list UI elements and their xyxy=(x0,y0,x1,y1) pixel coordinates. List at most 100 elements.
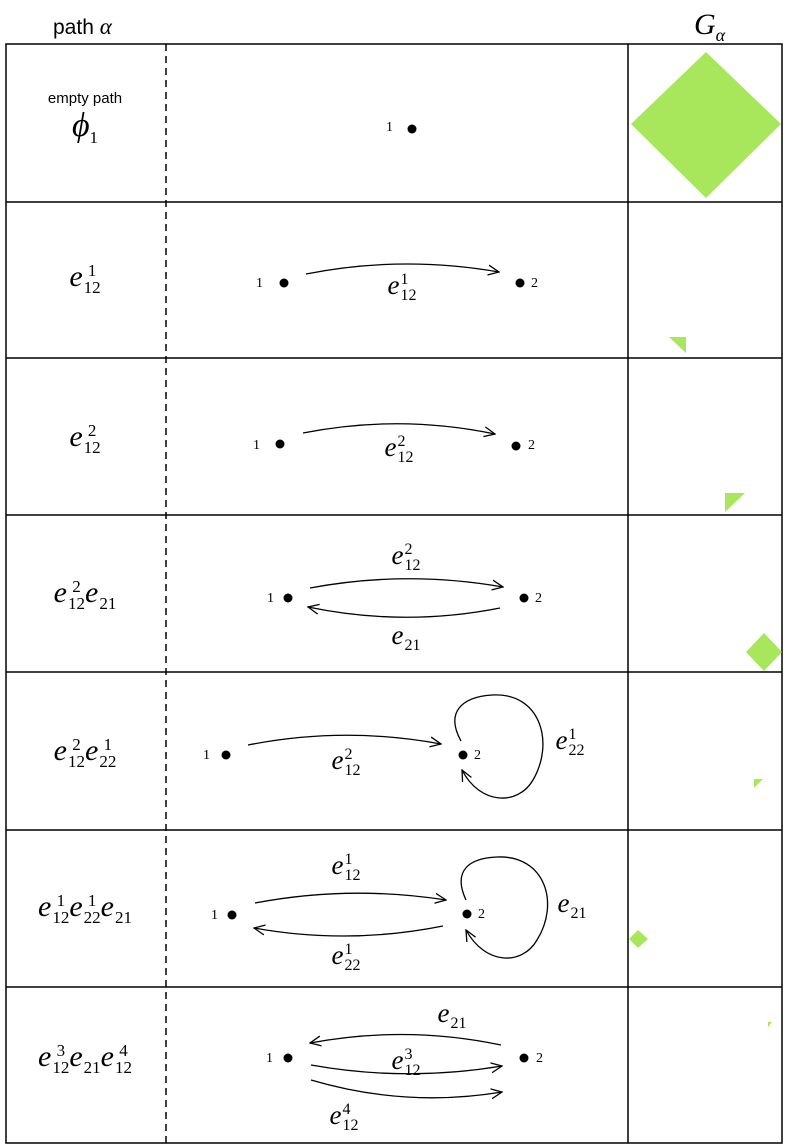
term-subscript: 12 xyxy=(344,761,361,779)
node-1 xyxy=(283,593,293,603)
term-superscript: 1 xyxy=(400,270,409,288)
term-base: e xyxy=(555,725,568,755)
term-base: e xyxy=(85,576,99,609)
term-subscript: 21 xyxy=(404,636,421,654)
g-shape-row6-diamond xyxy=(629,930,648,948)
node-label: 1 xyxy=(256,276,263,291)
term-subscript: 21 xyxy=(450,1014,467,1032)
edge-arrow xyxy=(254,892,446,903)
node-2 xyxy=(462,909,472,919)
node-label: 1 xyxy=(267,591,274,606)
term-base: e xyxy=(100,890,114,923)
term-subscript: 21 xyxy=(570,904,587,922)
node-2 xyxy=(515,278,525,288)
term-superscript: 3 xyxy=(56,1041,66,1061)
math-term: e 21 xyxy=(85,576,116,612)
term-superscript: 2 xyxy=(72,577,81,597)
g-shape-row3-triangle xyxy=(725,493,745,512)
node-1 xyxy=(283,1053,293,1063)
term-superscript: 1 xyxy=(87,891,97,911)
node-1 xyxy=(275,439,285,449)
term-base: e xyxy=(384,432,397,462)
term-subscript: 21 xyxy=(99,594,117,614)
script-stack: 21 xyxy=(450,1000,466,1032)
g-shape-row7-triangle xyxy=(768,1022,772,1027)
term-base: e xyxy=(69,890,83,923)
term-base: e xyxy=(100,1040,114,1073)
alpha-symbol: α xyxy=(99,14,112,39)
empty-path-text: empty path xyxy=(47,90,123,107)
script-stack: 21 xyxy=(115,892,132,926)
term-base: e xyxy=(69,1040,83,1073)
term-base: e xyxy=(391,540,404,570)
math-term: e 21 xyxy=(392,620,421,653)
node-2 xyxy=(511,441,521,451)
node-1 xyxy=(279,278,289,288)
term-base: e xyxy=(85,734,99,767)
math-term: e 21 xyxy=(69,1040,100,1076)
term-superscript xyxy=(404,622,420,638)
edge-arrow xyxy=(310,1079,502,1098)
node-2 xyxy=(519,593,529,603)
term-base: e xyxy=(391,1045,404,1075)
term-subscript: 22 xyxy=(83,908,101,928)
term-subscript: 12 xyxy=(68,594,85,614)
table-border xyxy=(5,43,783,1144)
term-subscript: 22 xyxy=(99,752,117,772)
term-base: e xyxy=(387,270,400,300)
node-label: 2 xyxy=(528,438,535,453)
math-term: e 21 xyxy=(438,998,467,1031)
script-stack: 21 xyxy=(404,622,420,654)
phi-subscript: 1 xyxy=(89,128,99,147)
script-stack: 21 xyxy=(570,890,586,922)
term-subscript: 12 xyxy=(68,752,85,772)
term-superscript: 1 xyxy=(568,725,577,743)
edge-label: e 21 xyxy=(558,888,587,922)
term-superscript: 1 xyxy=(344,940,353,958)
g-shape-row1-diamond xyxy=(631,52,781,198)
term-subscript: 12 xyxy=(83,438,101,458)
edge-arrow xyxy=(254,926,444,937)
node-1 xyxy=(227,910,237,920)
term-base: e xyxy=(53,734,67,767)
term-base: e xyxy=(557,888,570,918)
term-superscript: 4 xyxy=(342,1100,351,1118)
term-superscript: 1 xyxy=(56,891,66,911)
term-subscript: 12 xyxy=(400,286,417,304)
term-subscript: 12 xyxy=(83,278,101,298)
g-shape-row4-diamond xyxy=(746,633,782,671)
self-loop-arrow xyxy=(454,694,544,799)
term-base: e xyxy=(69,420,83,453)
term-subscript: 21 xyxy=(114,908,132,928)
